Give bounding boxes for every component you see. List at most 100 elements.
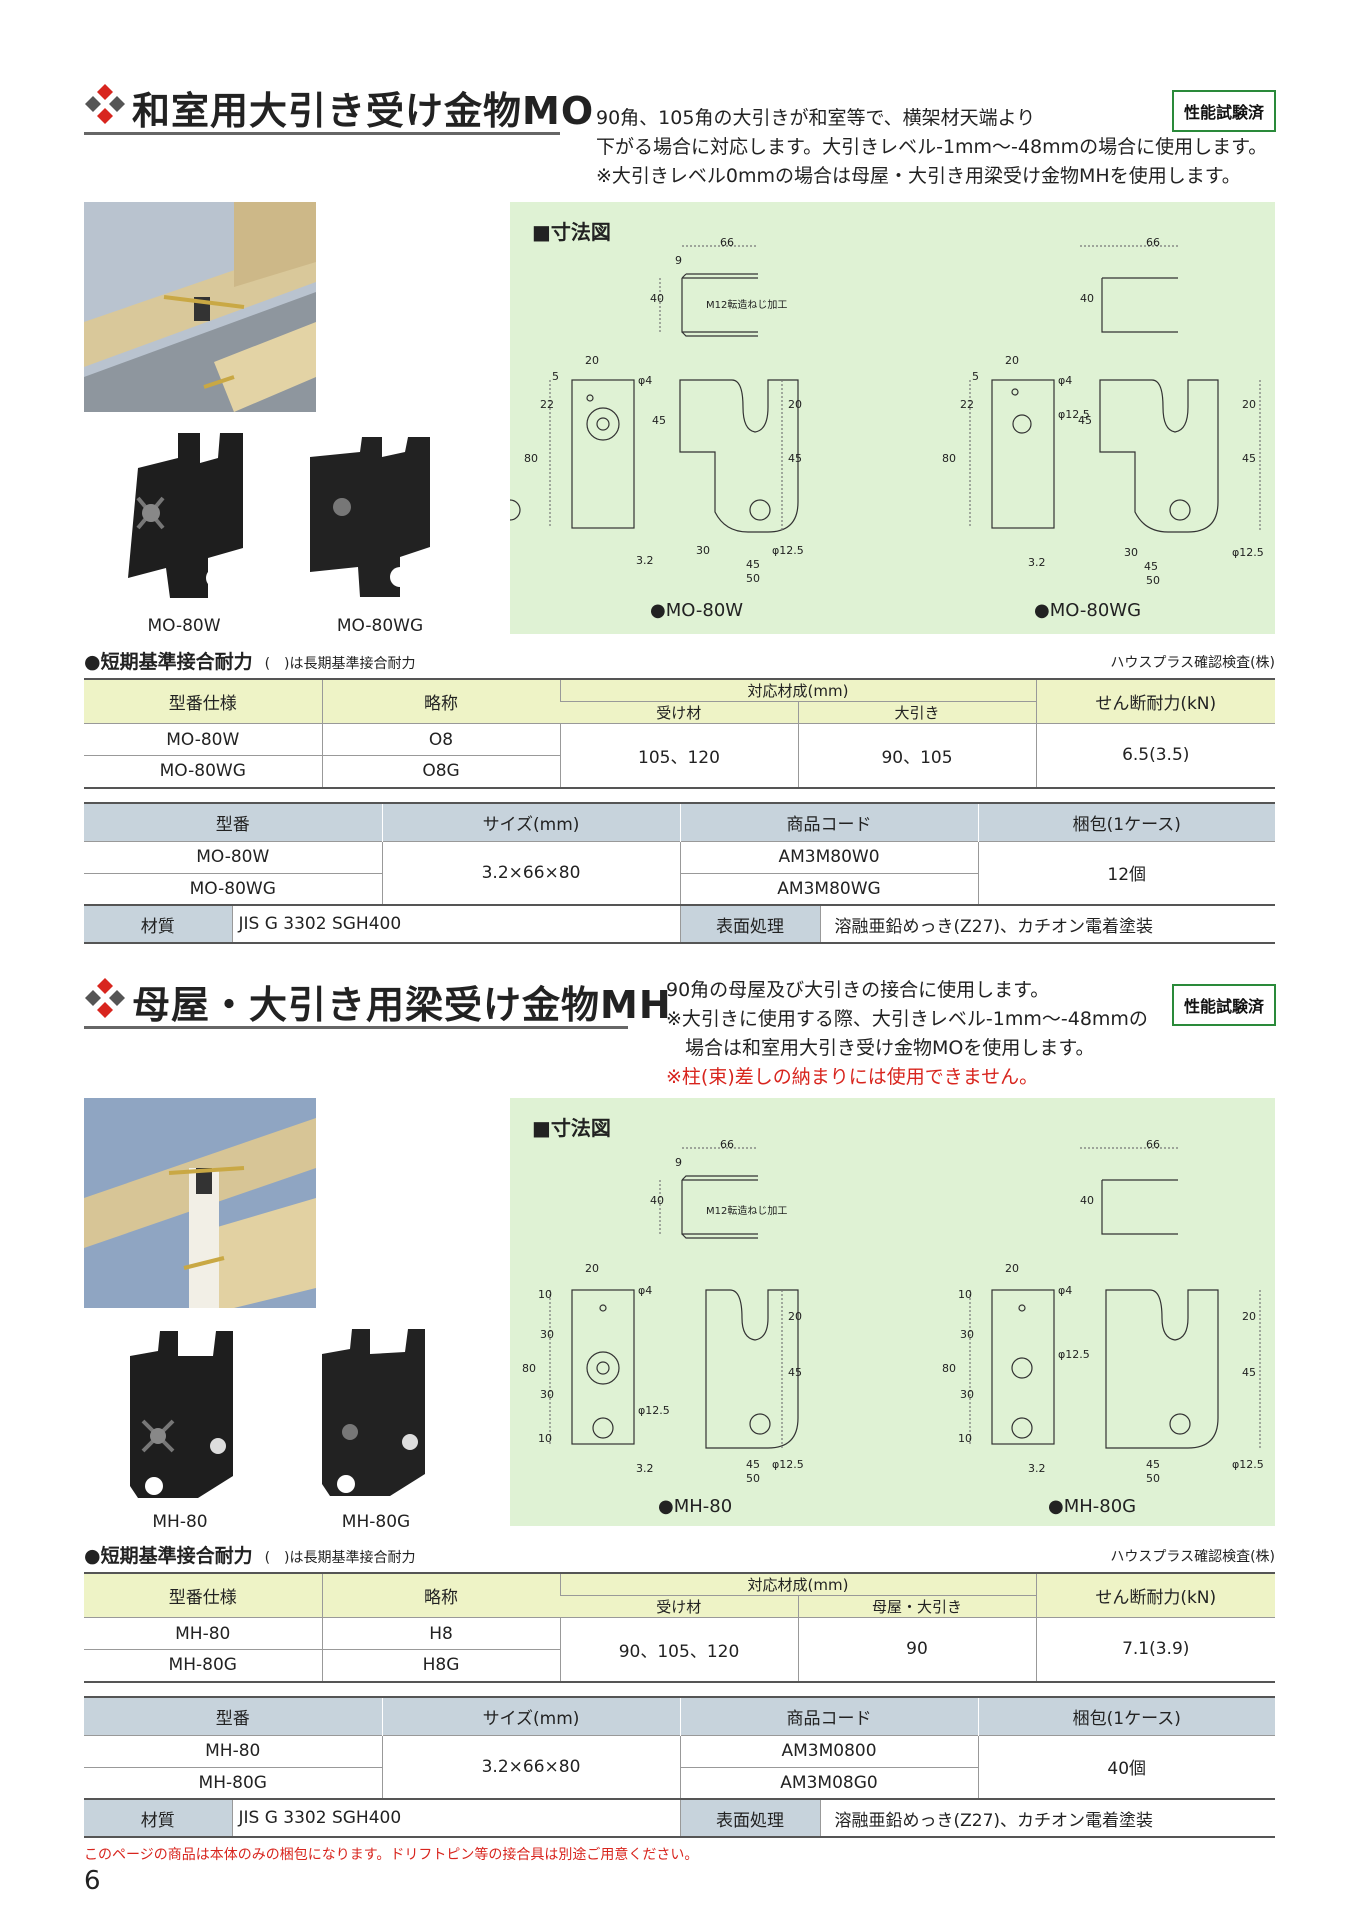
dim-label: 20 bbox=[788, 1310, 802, 1323]
dim-label: φ12.5 bbox=[1058, 408, 1090, 421]
cell: 105、120 bbox=[559, 723, 798, 788]
col-header: 型番 bbox=[84, 803, 382, 841]
mh-source: ハウスプラス確認検査(株) bbox=[1110, 1549, 1275, 1565]
cell: 40個 bbox=[977, 1734, 1275, 1799]
mo-80wg-caption: MO-80WG bbox=[336, 616, 424, 636]
mh-strength-table: 型番仕様 略称 対応材成(mm) せん断耐力(kN) 受け材 母屋・大引き MH… bbox=[84, 1572, 1275, 1683]
mh-dim-title: ■寸法図 bbox=[532, 1116, 611, 1140]
mo-80wg-product-image bbox=[310, 437, 430, 597]
mh-desc-line: 90角の母屋及び大引きの接合に使用します。 bbox=[666, 979, 1050, 1001]
dim-label: 10 bbox=[538, 1432, 552, 1445]
mh-description: 90角の母屋及び大引きの接合に使用します。 ※大引きに使用する際、大引きレベル-… bbox=[666, 976, 1148, 1092]
dim-label: 80 bbox=[942, 452, 956, 465]
mo-80w-product-image bbox=[128, 433, 243, 598]
dim-label: 5 bbox=[972, 370, 979, 383]
dim-label: M12転造ねじ加工 bbox=[706, 1206, 788, 1217]
cell: 90、105、120 bbox=[559, 1617, 798, 1682]
footer-note: このページの商品は本体のみの梱包になります。ドリフトピン等の接合具は別途ご用意く… bbox=[84, 1847, 699, 1863]
mh-80g-diagram-label: ●MH-80G bbox=[1048, 1496, 1137, 1517]
dim-label: 9 bbox=[675, 254, 682, 267]
mh-desc-warning: ※柱(束)差しの納まりには使用できません。 bbox=[666, 1066, 1039, 1088]
col-header: 商品コード bbox=[679, 803, 978, 841]
surface-label: 表面処理 bbox=[679, 1798, 820, 1837]
dim-label: M12転造ねじ加工 bbox=[706, 300, 788, 311]
dim-label: 20 bbox=[1242, 1310, 1256, 1323]
dim-label: 22 bbox=[540, 398, 554, 411]
mo-product-table: 型番 サイズ(mm) 商品コード 梱包(1ケース) MO-80W 3.2×66×… bbox=[84, 802, 1275, 944]
dim-label: 45 bbox=[746, 558, 760, 571]
cell: 90 bbox=[797, 1617, 1036, 1682]
surface-value: 溶融亜鉛めっき(Z27)、カチオン電着塗装 bbox=[819, 904, 1275, 943]
dim-label: φ12.5 bbox=[638, 1404, 670, 1417]
dim-label: 20 bbox=[585, 354, 599, 367]
strength-label-text: ●短期基準接合耐力 bbox=[84, 651, 253, 673]
dim-label: 80 bbox=[522, 1362, 536, 1375]
strength-note: ( )は長期基準接合耐力 bbox=[264, 656, 416, 672]
mo-desc-line: ※大引きレベル0mmの場合は母屋・大引き用梁受け金物MHを使用します。 bbox=[596, 165, 1241, 187]
dim-label: 45 bbox=[788, 452, 802, 465]
surface-label: 表面処理 bbox=[679, 904, 820, 943]
table-row: MO-80W 3.2×66×80 AM3M80W0 12個 bbox=[84, 840, 1275, 905]
col-header: せん断耐力(kN) bbox=[1035, 679, 1275, 724]
cell: MH-80G bbox=[84, 1766, 382, 1799]
dim-label: 50 bbox=[746, 572, 760, 585]
mo-source: ハウスプラス確認検査(株) bbox=[1110, 655, 1275, 671]
dim-label: 80 bbox=[942, 1362, 956, 1375]
mh-strength-label: ●短期基準接合耐力( )は長期基準接合耐力 bbox=[84, 1541, 416, 1568]
cell: O8 bbox=[321, 723, 560, 756]
col-header: 梱包(1ケース) bbox=[977, 1697, 1275, 1735]
table-row: MH-80G AM3M08G0 bbox=[84, 1766, 1275, 1799]
mo-strength-table: 型番仕様 略称 対応材成(mm) せん断耐力(kN) 受け材 大引き MO-80… bbox=[84, 678, 1275, 789]
brand-logo-icon bbox=[85, 84, 125, 124]
dim-label: φ4 bbox=[638, 374, 653, 387]
col-header: サイズ(mm) bbox=[381, 803, 680, 841]
mh-tested-badge: 性能試験済 bbox=[1172, 984, 1277, 1026]
cell: MO-80W bbox=[84, 840, 382, 873]
cell: 6.5(3.5) bbox=[1035, 723, 1275, 788]
dim-label: 3.2 bbox=[636, 554, 654, 567]
cell: 7.1(3.9) bbox=[1035, 1617, 1275, 1682]
mh-80g-caption: MH-80G bbox=[341, 1512, 411, 1532]
material-label: 材質 bbox=[84, 904, 232, 943]
mh-desc-line: 場合は和室用大引き受け金物MOを使用します。 bbox=[666, 1037, 1095, 1059]
material-label: 材質 bbox=[84, 1798, 232, 1837]
dim-label: 45 bbox=[788, 1366, 802, 1379]
dim-label: φ4 bbox=[1058, 1284, 1073, 1297]
cell: AM3M80WG bbox=[679, 872, 978, 905]
dim-label: 20 bbox=[585, 1262, 599, 1275]
cell: MH-80 bbox=[84, 1617, 322, 1650]
col-header: サイズ(mm) bbox=[381, 1697, 680, 1735]
dim-label: 45 bbox=[1144, 560, 1158, 573]
mo-title: 和室用大引き受け金物MO bbox=[132, 89, 595, 133]
cell: AM3M80W0 bbox=[679, 840, 978, 873]
material-row: 材質 JIS G 3302 SGH400 表面処理 溶融亜鉛めっき(Z27)、カ… bbox=[84, 904, 1275, 943]
dim-label: φ4 bbox=[1058, 374, 1073, 387]
dim-label: φ12.5 bbox=[772, 544, 804, 557]
cell: H8G bbox=[321, 1649, 560, 1682]
mh-dimension-drawing bbox=[549, 1147, 1261, 1449]
table-row: MH-80 3.2×66×80 AM3M0800 40個 bbox=[84, 1734, 1275, 1799]
dim-label: φ12.5 bbox=[772, 1458, 804, 1471]
cell: MO-80W bbox=[84, 723, 322, 756]
dim-label: φ4 bbox=[638, 1284, 653, 1297]
dim-label: 3.2 bbox=[1028, 1462, 1046, 1475]
dim-label: 10 bbox=[958, 1288, 972, 1301]
col-subheader: 受け材 bbox=[560, 1595, 798, 1618]
cell: AM3M0800 bbox=[679, 1734, 978, 1767]
cell: 90、105 bbox=[797, 723, 1036, 788]
dim-label: 30 bbox=[960, 1328, 974, 1341]
col-subheader: 大引き bbox=[797, 701, 1036, 724]
mh-desc-line: ※大引きに使用する際、大引きレベル-1mm〜-48mmの bbox=[666, 1008, 1148, 1030]
dim-label: 10 bbox=[538, 1288, 552, 1301]
dim-label: 30 bbox=[540, 1328, 554, 1341]
mh-80-diagram-label: ●MH-80 bbox=[658, 1496, 733, 1517]
mh-installation-photo bbox=[84, 1098, 316, 1308]
dim-label: φ12.5 bbox=[1232, 1458, 1264, 1471]
mo-dim-title: ■寸法図 bbox=[532, 220, 611, 244]
col-subheader: 母屋・大引き bbox=[797, 1595, 1036, 1618]
dim-label: 50 bbox=[746, 1472, 760, 1485]
brand-logo-icon bbox=[85, 978, 125, 1018]
cell: O8G bbox=[321, 755, 560, 788]
dim-label: 45 bbox=[1242, 1366, 1256, 1379]
mh-80-caption: MH-80 bbox=[152, 1512, 208, 1532]
